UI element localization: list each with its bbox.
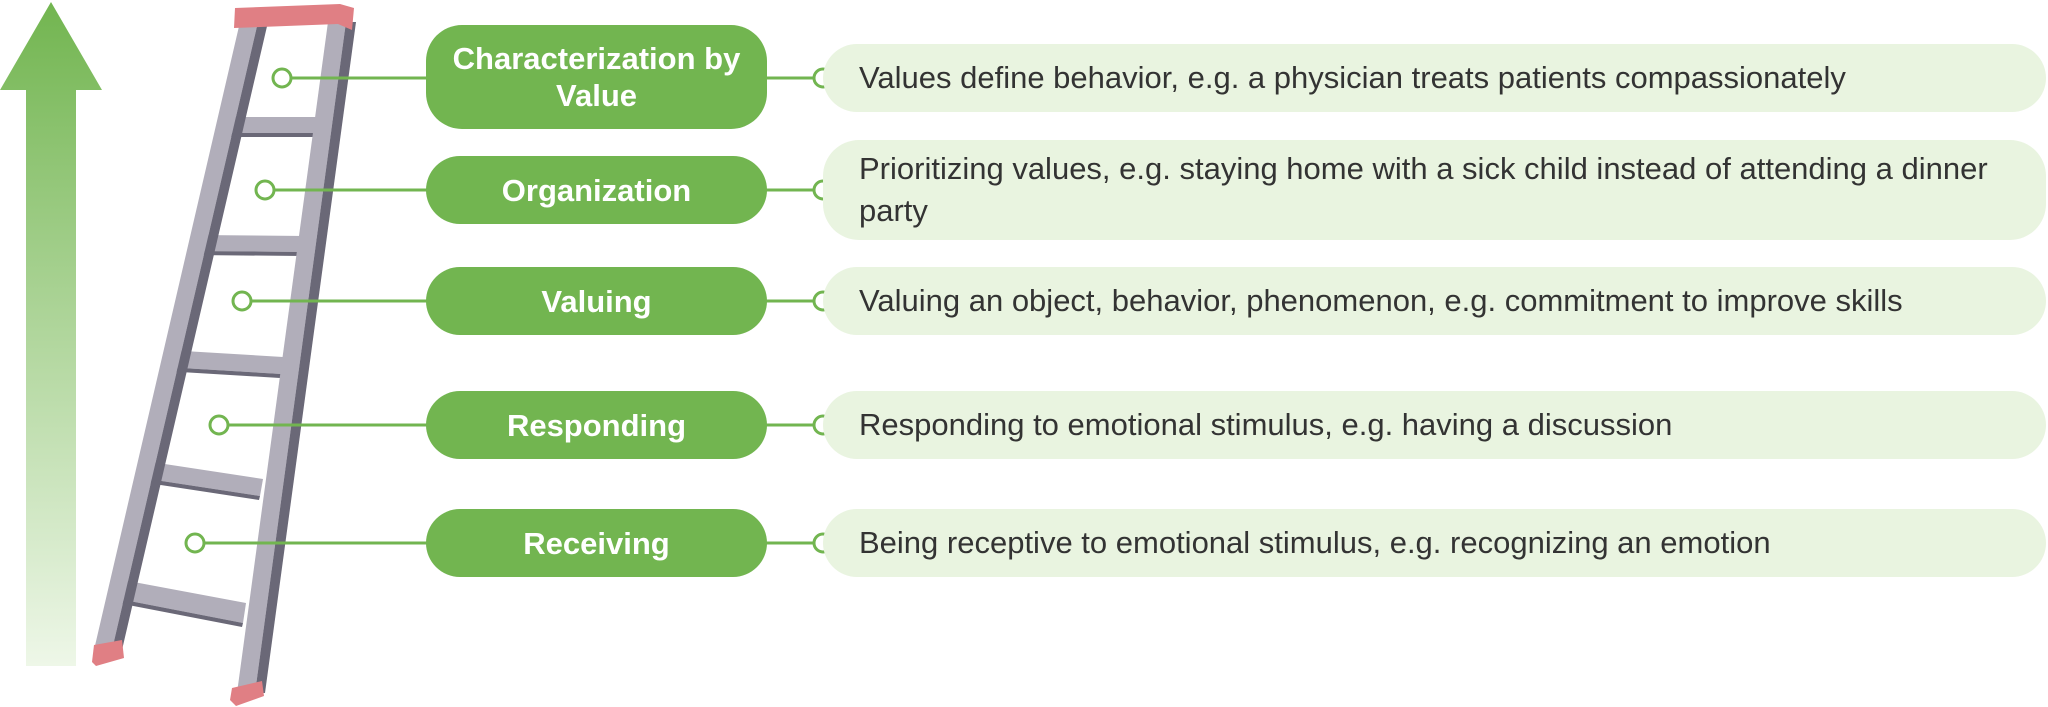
ladder-node-circle	[271, 67, 293, 89]
ladder-node-circle	[231, 290, 253, 312]
ladder-node-circle	[254, 179, 276, 201]
level-description-valuing: Valuing an object, behavior, phenomenon,…	[823, 267, 2046, 335]
ladder-rung-shadows	[113, 133, 319, 627]
level-label-organization: Organization	[426, 156, 767, 224]
level-description-responding: Responding to emotional stimulus, e.g. h…	[823, 391, 2046, 459]
ladder-caps	[92, 4, 354, 706]
ladder-node-circle	[208, 414, 230, 436]
level-label-valuing: Valuing	[426, 267, 767, 335]
level-label-characterization: Characterization by Value	[426, 25, 767, 129]
upward-arrow-icon	[0, 2, 102, 666]
level-description-organization: Prioritizing values, e.g. staying home w…	[823, 140, 2046, 240]
ladder-node-circle	[184, 532, 206, 554]
ladder-rungs	[114, 117, 320, 623]
level-label-responding: Responding	[426, 391, 767, 459]
level-description-receiving: Being receptive to emotional stimulus, e…	[823, 509, 2046, 577]
level-label-receiving: Receiving	[426, 509, 767, 577]
level-description-characterization: Values define behavior, e.g. a physician…	[823, 44, 2046, 112]
